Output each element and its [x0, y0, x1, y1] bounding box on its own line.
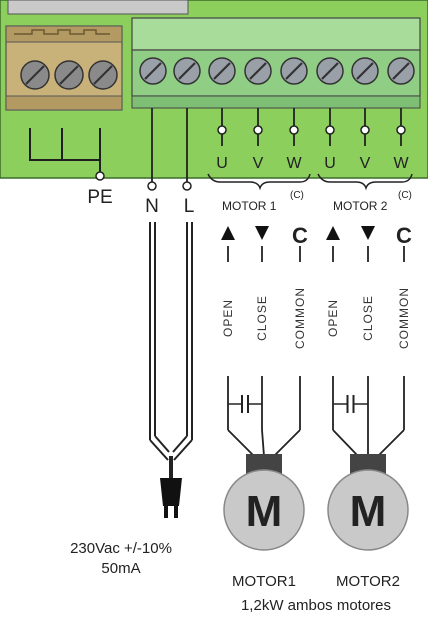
terminal-screw: [139, 57, 167, 85]
motor1-terminal-v-label: V: [253, 155, 264, 172]
terminal-screw: [387, 57, 415, 85]
top-component: [7, 0, 189, 15]
motor2-close-arrow-icon: [361, 226, 375, 240]
motor2-terminal-label: MOTOR 2: [333, 199, 388, 213]
motor1-open-arrow-icon: [221, 226, 235, 240]
motor2-terminal-w-label: W: [393, 155, 409, 172]
motor1-motor-icon: M: [223, 454, 305, 551]
main-terminal-block: [131, 17, 421, 109]
motor2-wiring: C OPEN CLOSE COMMON M: [326, 223, 412, 551]
motor-groups: C OPEN CLOSE COMMON M C OPEN CLOSE COMMON M: [221, 223, 412, 551]
motor2-terminal-sup: (C): [398, 190, 412, 201]
motor1-terminal-u: U: [216, 108, 228, 172]
terminal-screw: [316, 57, 344, 85]
motor1-terminal-u-label: U: [216, 155, 228, 172]
motor2-common-symbol: C: [396, 223, 412, 248]
terminal-screws: [139, 57, 415, 85]
motor1-common-wire-label: COMMON: [293, 287, 307, 349]
plug-icon: [160, 478, 182, 518]
motor2-open-wire-label: OPEN: [326, 299, 340, 337]
power-note: 1,2kW ambos motores: [241, 597, 391, 614]
motor2-motor-icon: M: [327, 454, 409, 551]
motor2-name: MOTOR2: [336, 573, 400, 590]
terminal-screw: [173, 57, 201, 85]
motor1-common-symbol: C: [292, 223, 308, 248]
motor1-terminal-w: W: [286, 108, 302, 172]
terminal-screw: [280, 57, 308, 85]
terminal-screw: [208, 57, 236, 85]
motor1-open-wire-label: OPEN: [221, 299, 235, 337]
motor2-open-arrow-icon: [326, 226, 340, 240]
control-board: [0, 0, 428, 179]
pe-label: PE: [87, 187, 112, 208]
motor1-close-arrow-icon: [255, 226, 269, 240]
supply-voltage: 230Vac +/-10%: [70, 540, 172, 557]
motor2-motor-symbol: M: [350, 487, 387, 536]
motor1-terminal-label: MOTOR 1: [222, 199, 277, 213]
motor-terminal-brackets: [207, 173, 413, 191]
terminal-screw: [351, 57, 379, 85]
motor1-wiring: C OPEN CLOSE COMMON M: [221, 223, 308, 551]
pe-terminal-tab: [95, 160, 105, 181]
motor2-terminal-v-label: V: [360, 155, 371, 172]
motor1-terminal-sup: (C): [290, 190, 304, 201]
motor2-terminal-u: U: [324, 108, 336, 172]
motor2-common-wire-label: COMMON: [397, 287, 411, 349]
earth-terminal-block: [5, 25, 123, 111]
n-label: N: [145, 196, 159, 217]
l-label: L: [184, 196, 195, 217]
motor1-terminal-v: V: [253, 108, 264, 172]
supply-current: 50mA: [101, 560, 140, 577]
motor1-name: MOTOR1: [232, 573, 296, 590]
motor1-motor-symbol: M: [246, 487, 283, 536]
supply-cable: [149, 222, 193, 480]
n-terminal-tab: [147, 108, 157, 191]
motor2-terminal-u-label: U: [324, 155, 336, 172]
motor2-terminal-w: W: [393, 108, 409, 172]
motor1-terminal-w-label: W: [286, 155, 302, 172]
motor2-terminal-v: V: [360, 108, 371, 172]
l-terminal-tab: [182, 108, 192, 191]
terminal-screw: [244, 57, 272, 85]
motor1-close-wire-label: CLOSE: [255, 295, 269, 341]
motor2-close-wire-label: CLOSE: [361, 295, 375, 341]
